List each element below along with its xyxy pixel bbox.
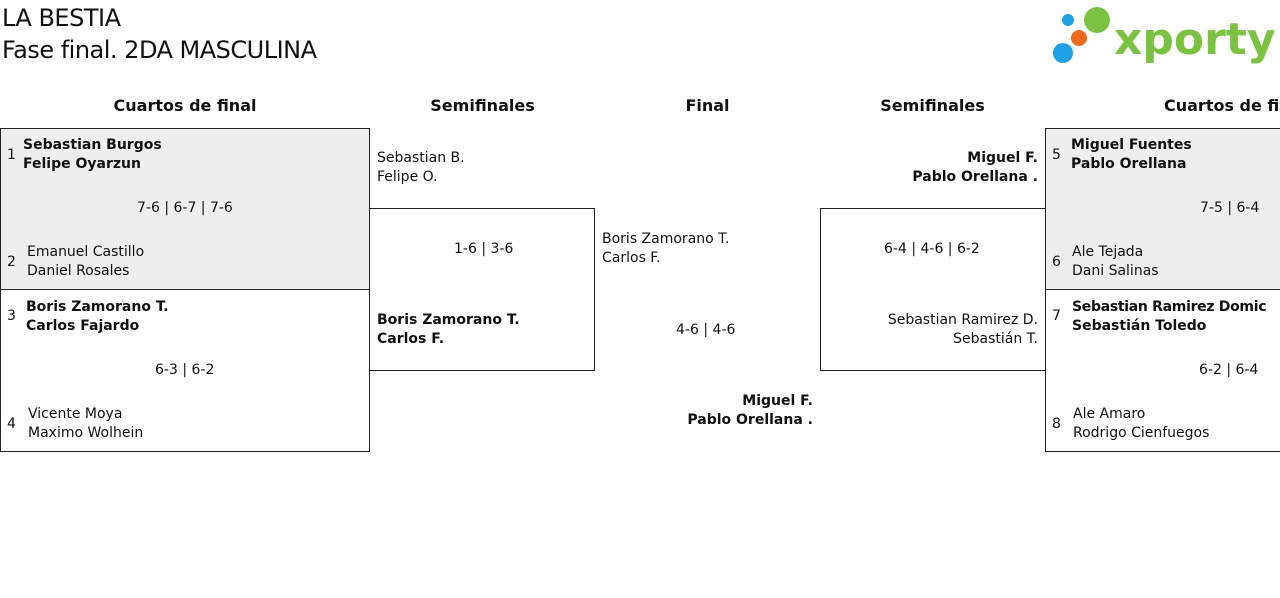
seed-number: 3 bbox=[7, 308, 16, 324]
match-score: 7-6 | 6-7 | 7-6 bbox=[137, 200, 233, 216]
seed-number: 2 bbox=[7, 254, 16, 270]
player-name: Carlos Fajardo bbox=[26, 318, 140, 334]
round-header-final: Final bbox=[685, 96, 730, 115]
player-name: Carlos F. bbox=[602, 250, 661, 266]
round-header-right-semis: Semifinales bbox=[880, 96, 985, 115]
match-box-right-qf1[interactable] bbox=[1045, 128, 1280, 290]
player-name: Pablo Orellana . bbox=[687, 412, 813, 428]
player-name: Felipe O. bbox=[377, 169, 438, 185]
xporty-logo-icon: xporty bbox=[1053, 7, 1276, 65]
match-box-left-semi[interactable] bbox=[369, 208, 595, 371]
player-name: Dani Salinas bbox=[1072, 263, 1159, 279]
match-box-right-qf2[interactable] bbox=[1045, 289, 1280, 452]
match-score: 1-6 | 3-6 bbox=[454, 241, 514, 257]
player-name: Sebastian Burgos bbox=[23, 137, 162, 153]
player-name: Sebastian Ramirez Domic bbox=[1072, 299, 1267, 315]
match-score: 4-6 | 4-6 bbox=[676, 322, 736, 338]
player-name: Emanuel Castillo bbox=[27, 244, 145, 260]
player-name: Sebastian Ramirez D. bbox=[887, 312, 1038, 328]
player-name: Boris Zamorano T. bbox=[602, 231, 730, 247]
player-name: Miguel Fuentes bbox=[1071, 137, 1192, 153]
match-box-left-qf1[interactable] bbox=[0, 128, 370, 290]
player-name: Sebastian B. bbox=[377, 150, 465, 166]
seed-number: 5 bbox=[1052, 147, 1061, 163]
player-name: Ale Tejada bbox=[1072, 244, 1144, 260]
seed-number: 4 bbox=[7, 416, 16, 432]
player-name: Sebastián T. bbox=[953, 331, 1038, 347]
match-score: 6-3 | 6-2 bbox=[155, 362, 215, 378]
player-name: Maximo Wolhein bbox=[28, 425, 144, 441]
player-name: Boris Zamorano T. bbox=[377, 312, 520, 328]
tournament-subtitle: Fase final. 2DA MASCULINA bbox=[2, 36, 317, 64]
player-name: Vicente Moya bbox=[28, 406, 123, 422]
player-name: Rodrigo Cienfuegos bbox=[1073, 425, 1210, 441]
player-name: Pablo Orellana . bbox=[912, 169, 1038, 185]
player-name: Miguel F. bbox=[967, 150, 1038, 166]
seed-number: 8 bbox=[1052, 416, 1061, 432]
player-name: Felipe Oyarzun bbox=[23, 156, 141, 172]
player-name: Pablo Orellana bbox=[1071, 156, 1187, 172]
round-header-left-quarters: Cuartos de final bbox=[113, 96, 257, 115]
player-name: Boris Zamorano T. bbox=[26, 299, 169, 315]
logo-text: xporty bbox=[1114, 14, 1276, 65]
match-score: 7-5 | 6-4 bbox=[1200, 200, 1260, 216]
round-header-left-semis: Semifinales bbox=[430, 96, 535, 115]
tournament-title: LA BESTIA bbox=[2, 4, 121, 32]
seed-number: 6 bbox=[1052, 254, 1061, 270]
player-name: Carlos F. bbox=[377, 331, 445, 347]
player-name: Daniel Rosales bbox=[27, 263, 130, 279]
player-name: Sebastián Toledo bbox=[1072, 318, 1207, 334]
match-score: 6-4 | 4-6 | 6-2 bbox=[884, 241, 980, 257]
round-header-right-quarters: Cuartos de fin bbox=[1164, 96, 1280, 115]
xporty-logo: xporty bbox=[1050, 4, 1276, 68]
seed-number: 1 bbox=[7, 147, 16, 163]
player-name: Miguel F. bbox=[742, 393, 813, 409]
match-score: 6-2 | 6-4 bbox=[1199, 362, 1259, 378]
player-name: Ale Amaro bbox=[1073, 406, 1146, 422]
seed-number: 7 bbox=[1052, 308, 1061, 324]
